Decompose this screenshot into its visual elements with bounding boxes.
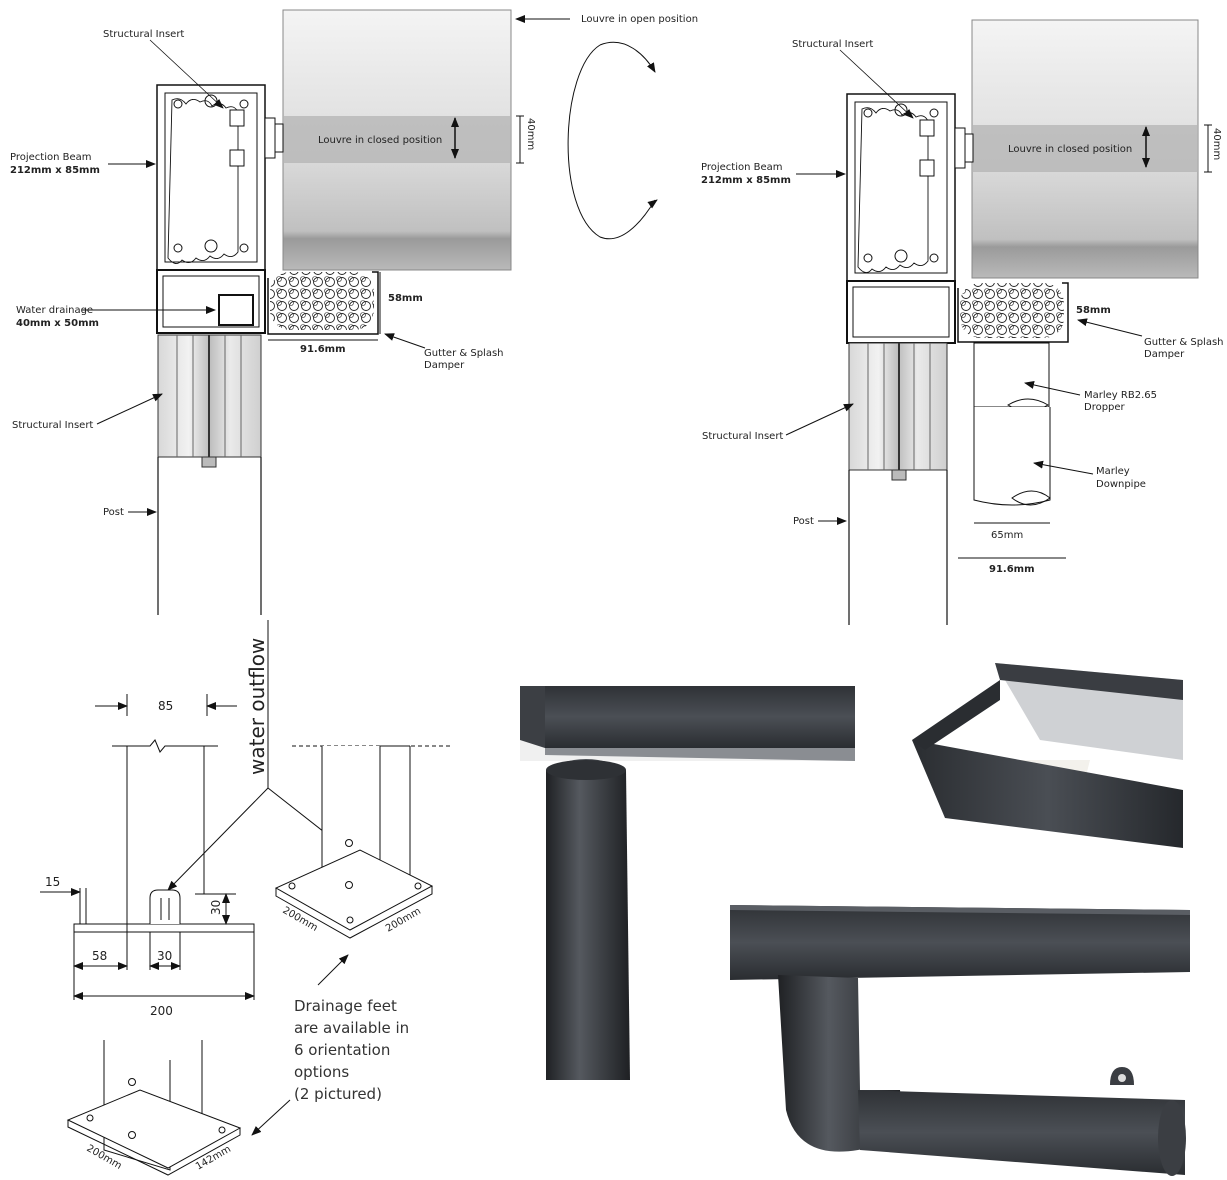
foot-plate (73, 923, 255, 933)
rotation-arc (567, 44, 656, 240)
water-drainage-slot (218, 294, 254, 326)
dim-40-label: 40mm (525, 118, 536, 150)
gutter-right-label-1: Gutter & Splash (1144, 337, 1224, 348)
photo-gutter-downpipe (520, 686, 855, 1080)
dim-85-label: 85 (158, 699, 173, 713)
post-label: Post (103, 507, 124, 518)
section-drainage-feet: water outflow 85 30 15 58 30 200 (40, 620, 452, 1176)
iso1-dim-b: 200mm (384, 906, 423, 935)
dropper-label-1: Marley RB2.65 (1084, 390, 1157, 401)
louvre-open-label: Louvre in open position (581, 14, 698, 25)
svg-text:6 orientation: 6 orientation (294, 1041, 390, 1059)
structural-insert-top-label-right: Structural Insert (792, 39, 873, 50)
horizontal-pipe (858, 1090, 1185, 1175)
louvre-closed-label-right: Louvre in closed position (1008, 144, 1132, 155)
water-outflow-label: water outflow (245, 638, 269, 775)
downpipe-label-1: Marley (1096, 466, 1130, 477)
svg-text:are available in: are available in (294, 1019, 409, 1037)
foot-outlet (149, 889, 181, 924)
gutter-label-2: Damper (424, 360, 465, 371)
gutter-profile-right (957, 282, 1069, 343)
projection-beam-label-1: Projection Beam (10, 152, 92, 163)
photo-gutter-bend (730, 905, 1190, 1176)
structural-insert-top-label: Structural Insert (103, 29, 184, 40)
photo-gutter-outlet (912, 663, 1183, 848)
svg-text:(2 pictured): (2 pictured) (294, 1085, 382, 1103)
structural-insert-bottom-label-right: Structural Insert (702, 431, 783, 442)
louvre-closed-band-right (972, 125, 1198, 172)
dim-58-label-right: 58mm (1076, 305, 1111, 316)
downpipe-label-2: Downpipe (1096, 479, 1146, 490)
dim-30-h-label: 30 (209, 900, 223, 915)
svg-text:Drainage feet: Drainage feet (294, 997, 397, 1015)
drainage-note: Drainage feet are available in 6 orienta… (294, 997, 409, 1103)
section-left-diagram: Louvre in closed position 40mm Louvre in… (10, 9, 698, 615)
splash-damper (270, 272, 374, 330)
splash-damper-right (960, 283, 1064, 338)
dim-58-label: 58mm (388, 293, 423, 304)
water-drainage-label-1: Water drainage (16, 305, 93, 316)
dim-65-label: 65mm (991, 530, 1023, 541)
dim-916-label: 91.6mm (300, 344, 346, 355)
dim-916-label-right: 91.6mm (989, 564, 1035, 575)
projection-beam-right-label-2: 212mm x 85mm (701, 175, 791, 186)
dim-200-label: 200 (150, 1004, 173, 1018)
downpipe-photo (546, 759, 630, 1080)
iso-foot-2 (66, 1040, 242, 1176)
svg-text:options: options (294, 1063, 349, 1081)
projection-beam-label-2: 212mm x 85mm (10, 165, 100, 176)
post-label-right: Post (793, 516, 814, 527)
dropper (973, 342, 1050, 408)
gutter-right-label-2: Damper (1144, 349, 1185, 360)
dropper-label-2: Dropper (1084, 402, 1126, 413)
dim-58-foot-label: 58 (92, 949, 107, 963)
louvre-closed-label: Louvre in closed position (318, 135, 442, 146)
iso-foot-1 (274, 745, 434, 939)
projection-beam (156, 84, 284, 271)
downpipe (973, 407, 1051, 506)
structural-insert-bottom-label: Structural Insert (12, 420, 93, 431)
louvre-closed-band (283, 116, 511, 163)
dim-40-label-right: 40mm (1211, 128, 1222, 160)
water-drainage-label-2: 40mm x 50mm (16, 318, 99, 329)
dim-15-label: 15 (45, 875, 60, 889)
dim-30-w-label: 30 (157, 949, 172, 963)
gutter-profile (267, 271, 379, 335)
section-right-diagram: Louvre in closed position 40mm Structura… (701, 19, 1224, 625)
projection-beam-right-label-1: Projection Beam (701, 162, 783, 173)
projection-beam-right (846, 93, 974, 282)
gutter-label-1: Gutter & Splash (424, 348, 504, 359)
